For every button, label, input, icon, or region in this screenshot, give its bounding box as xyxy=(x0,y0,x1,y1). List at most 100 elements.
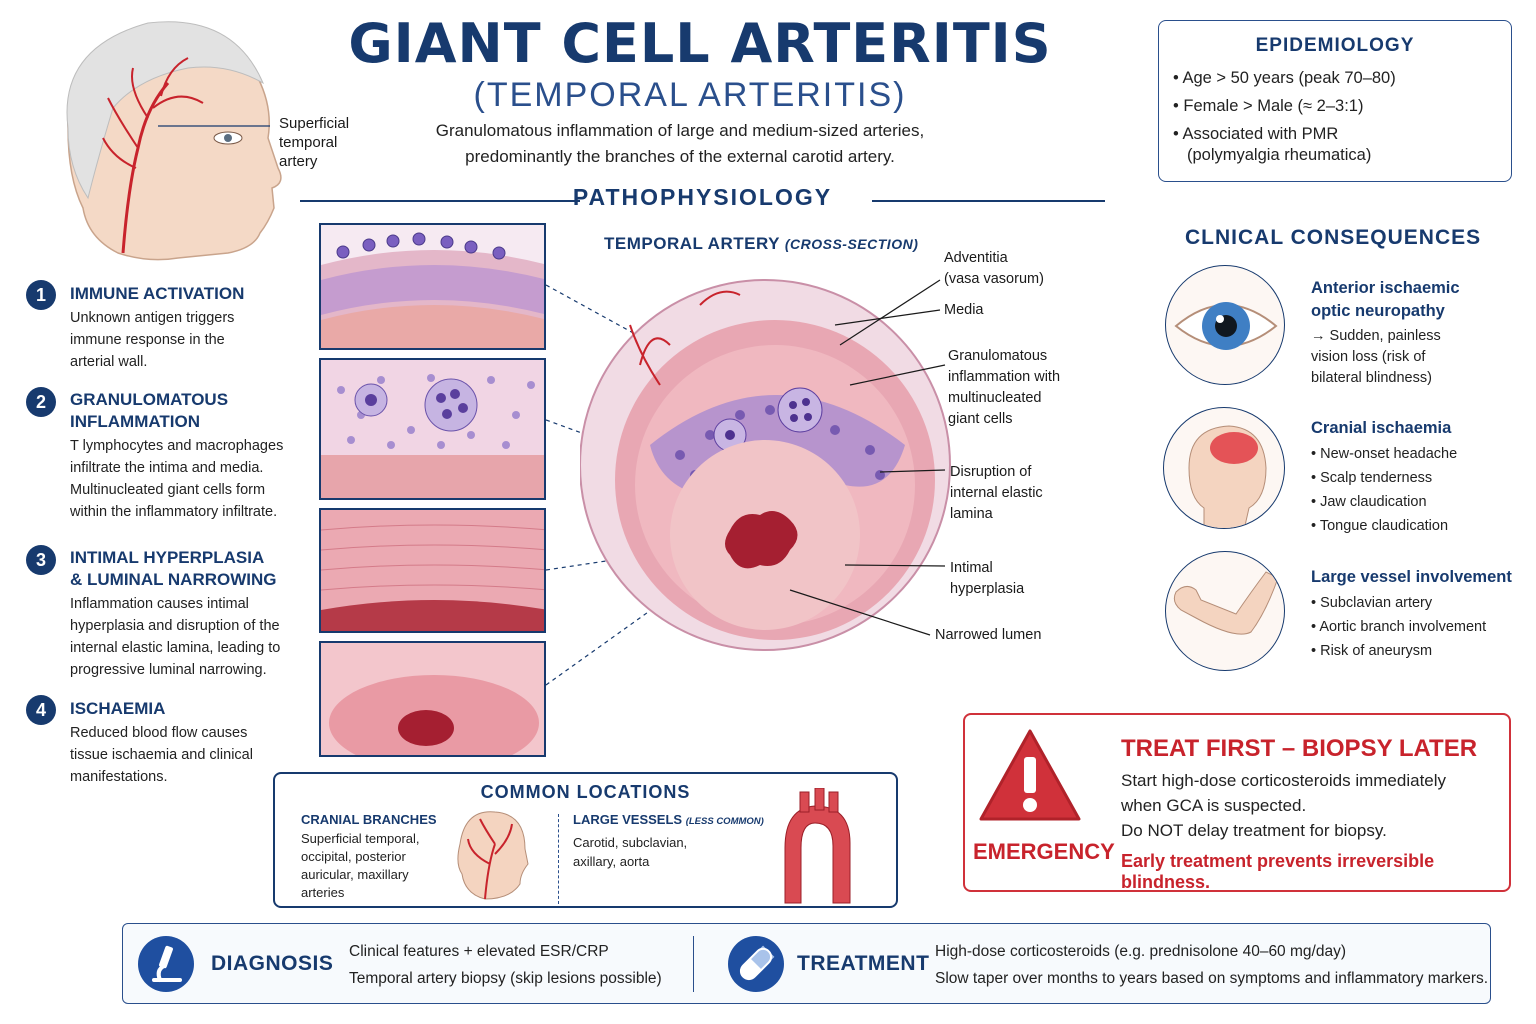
treatment-label: TREATMENT xyxy=(797,952,930,975)
heading-rule xyxy=(300,200,580,202)
label-line: temporal xyxy=(279,134,338,151)
histology-image xyxy=(321,360,544,498)
step-text-line: Multinucleated giant cells form xyxy=(70,482,266,498)
step-text: Unknown antigen triggers immune response… xyxy=(70,307,300,373)
label-intimal-hyperplasia: Intimal hyperplasia xyxy=(950,558,1024,600)
epidemiology-heading: EPIDEMIOLOGY xyxy=(1255,35,1415,56)
label-line: hyperplasia xyxy=(950,581,1025,597)
treatment-text: High-dose corticosteroids (e.g. predniso… xyxy=(935,938,1488,992)
step-number-badge: 2 xyxy=(26,387,56,417)
step-text-line: infiltrate the intima and media. xyxy=(70,460,264,476)
label-line: Adventitia xyxy=(944,250,1008,266)
superficial-temporal-artery-label: Superficial temporal artery xyxy=(279,114,349,171)
step-text-line: immune response in the xyxy=(70,332,225,348)
label-line: Intimal xyxy=(950,560,993,576)
label-line: multinucleated xyxy=(948,390,1042,406)
eye-icon xyxy=(1165,265,1285,385)
epidemiology-item: Female > Male (≈ 2–3:1) xyxy=(1173,92,1503,120)
text-line: auricular, maxillary xyxy=(301,867,409,882)
text-line: when GCA is suspected. xyxy=(1121,796,1307,815)
step-title: GRANULOMATOUS INFLAMMATION xyxy=(70,389,300,433)
text-line: Temporal artery biopsy (skip lesions pos… xyxy=(349,970,662,987)
text-line: axillary, aorta xyxy=(573,854,650,869)
description-line: Granulomatous inflammation of large and … xyxy=(435,121,925,140)
text-line: Superficial temporal, xyxy=(301,831,420,846)
label-line: internal elastic xyxy=(950,485,1043,501)
diagnosis-label: DIAGNOSIS xyxy=(211,952,334,975)
histology-panel-granulomatous xyxy=(319,358,546,500)
cranial-branches-text: Superficial temporal, occipital, posteri… xyxy=(301,830,420,902)
step-title-line: INTIMAL HYPERPLASIA xyxy=(70,548,265,567)
epidemiology-item-continuation: (polymyalgia rheumatica) xyxy=(1187,146,1372,164)
epidemiology-item: Associated with PMR xyxy=(1173,120,1503,148)
emergency-title: TREAT FIRST – BIOPSY LATER xyxy=(1121,735,1478,762)
text-line: occipital, posterior xyxy=(301,849,406,864)
label-granulomatous-inflammation: Granulomatous inflammation with multinuc… xyxy=(948,346,1060,430)
histology-panel-immune-activation xyxy=(319,223,546,350)
label-narrowed-lumen: Narrowed lumen xyxy=(935,627,1042,643)
cranial-ischaemia-list: New-onset headache Scalp tenderness Jaw … xyxy=(1311,442,1457,538)
page-title: GIANT CELL ARTERITIS xyxy=(348,12,1052,75)
epidemiology-list: Age > 50 years (peak 70–80) Female > Mal… xyxy=(1173,64,1503,148)
locations-divider xyxy=(558,814,559,904)
step-title: ISCHAEMIA xyxy=(70,699,166,718)
heading-rule xyxy=(872,200,1105,202)
label-adventitia: Adventitia (vasa vasorum) xyxy=(944,248,1044,290)
large-vessel-involvement-title: Large vessel involvement xyxy=(1311,568,1512,586)
histology-image xyxy=(321,510,544,631)
step-text-line: tissue ischaemia and clinical xyxy=(70,747,253,763)
eye-consequence-text: → Sudden, painless vision loss (risk of … xyxy=(1311,326,1441,389)
step-text-line: Unknown antigen triggers xyxy=(70,310,235,326)
epidemiology-box: EPIDEMIOLOGY Age > 50 years (peak 70–80)… xyxy=(1158,20,1512,182)
text-line: High-dose corticosteroids (e.g. predniso… xyxy=(935,943,1346,960)
step-text-line: progressive luminal narrowing. xyxy=(70,662,267,678)
emergency-box: EMERGENCY TREAT FIRST – BIOPSY LATER Sta… xyxy=(963,713,1511,892)
epidemiology-item: Age > 50 years (peak 70–80) xyxy=(1173,64,1503,92)
eye-consequence-title: Anterior ischaemic optic neuropathy xyxy=(1311,277,1460,323)
text-line: Start high-dose corticosteroids immediat… xyxy=(1121,771,1447,790)
step-number-badge: 4 xyxy=(26,695,56,725)
label-line: lamina xyxy=(950,506,993,522)
arm-icon xyxy=(1165,551,1285,671)
list-item: Aortic branch involvement xyxy=(1311,615,1486,639)
step-number-badge: 1 xyxy=(26,280,56,310)
label-line: Granulomatous xyxy=(948,348,1048,364)
step-text-line: internal elastic lamina, leading to xyxy=(70,640,281,656)
emergency-text: Start high-dose corticosteroids immediat… xyxy=(1121,768,1446,843)
histology-image xyxy=(321,643,544,755)
emergency-strong-text: Early treatment prevents irreversible bl… xyxy=(1121,851,1435,892)
pathophysiology-heading-text: PATHOPHYSIOLOGY xyxy=(572,184,833,210)
common-locations-box: COMMON LOCATIONS CRANIAL BRANCHES Superf… xyxy=(273,772,898,908)
step-text: Inflammation causes intimal hyperplasia … xyxy=(70,593,302,681)
step-text-line: Inflammation causes intimal xyxy=(70,596,249,612)
step-text-line: Reduced blood flow causes xyxy=(70,725,248,741)
pathophysiology-heading: PATHOPHYSIOLOGY xyxy=(300,184,1105,216)
artery-cross-section xyxy=(580,279,951,651)
cross-section-leaders xyxy=(789,279,946,636)
title-line: optic neuropathy xyxy=(1311,302,1445,320)
histology-panel-ischaemia xyxy=(319,641,546,757)
step-text-line: within the inflammatory infiltrate. xyxy=(70,504,278,520)
bottom-bar: DIAGNOSIS Clinical features + elevated E… xyxy=(122,923,1491,1004)
list-item: New-onset headache xyxy=(1311,442,1457,466)
step-number-badge: 3 xyxy=(26,545,56,575)
label-line: inflammation with xyxy=(948,369,1061,385)
cross-section-title-main: TEMPORAL ARTERY xyxy=(604,234,780,253)
aorta-icon xyxy=(784,788,851,904)
text-line: Clinical features + elevated ESR/CRP xyxy=(349,943,609,960)
bottom-divider xyxy=(693,936,694,992)
label-disruption-elastic-lamina: Disruption of internal elastic lamina xyxy=(950,462,1043,525)
cross-section-title-note: (CROSS-SECTION) xyxy=(784,236,919,252)
histology-image xyxy=(321,225,544,348)
microscope-icon xyxy=(138,936,194,992)
large-vessels-title-main: LARGE VESSELS xyxy=(573,812,683,827)
cranial-ischaemia-title: Cranial ischaemia xyxy=(1311,419,1452,437)
large-vessel-involvement-list: Subclavian artery Aortic branch involvem… xyxy=(1311,591,1486,663)
step-title-line: INFLAMMATION xyxy=(70,412,200,431)
list-item: Tongue claudication xyxy=(1311,514,1457,538)
pill-icon xyxy=(728,936,784,992)
step-title-line: GRANULOMATOUS xyxy=(70,390,229,409)
list-item: Risk of aneurysm xyxy=(1311,639,1486,663)
text-line: Do NOT delay treatment for biopsy. xyxy=(1121,821,1387,840)
page-description: Granulomatous inflammation of large and … xyxy=(380,118,980,170)
